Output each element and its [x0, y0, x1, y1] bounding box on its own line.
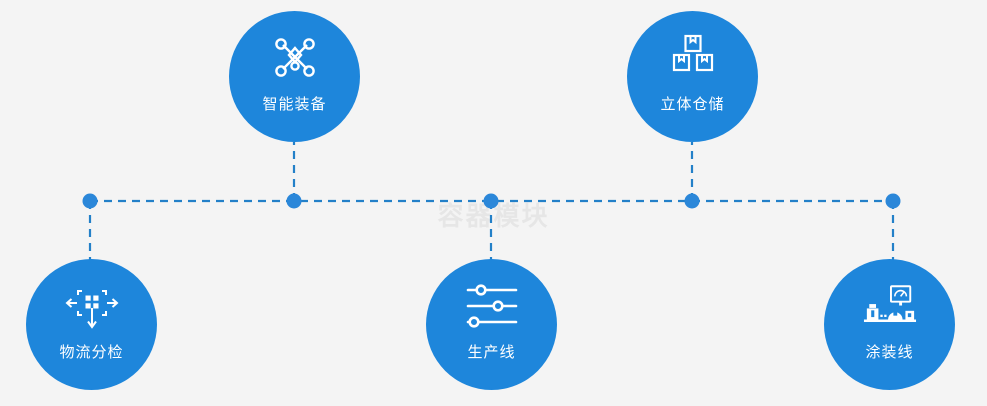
factory-paint-icon: [863, 281, 917, 331]
junction-dot: [286, 193, 302, 209]
node-painting-line[interactable]: 涂装线: [824, 259, 955, 390]
sorting-arrows-icon: [64, 281, 119, 331]
node-label-smart-equipment: 智能装备: [262, 95, 327, 113]
junction-dot: [483, 193, 499, 209]
junction-dot: [684, 193, 700, 209]
node-label-logistics-sorting: 物流分检: [59, 343, 124, 361]
node-production-line[interactable]: 生产线: [426, 259, 557, 390]
junction-dot: [82, 193, 98, 209]
junction-dot: [885, 193, 901, 209]
stacked-boxes-icon: [666, 33, 720, 83]
node-logistics-sorting[interactable]: 物流分检: [26, 259, 157, 390]
node-label-production-line: 生产线: [467, 343, 516, 361]
node-label-painting-line: 涂装线: [865, 343, 914, 361]
node-label-stereo-warehouse: 立体仓储: [660, 95, 725, 113]
node-smart-equipment[interactable]: 智能装备: [229, 11, 360, 142]
sliders-icon: [465, 281, 519, 331]
node-stereo-warehouse[interactable]: 立体仓储: [627, 11, 758, 142]
network-graph-icon: [268, 33, 322, 83]
